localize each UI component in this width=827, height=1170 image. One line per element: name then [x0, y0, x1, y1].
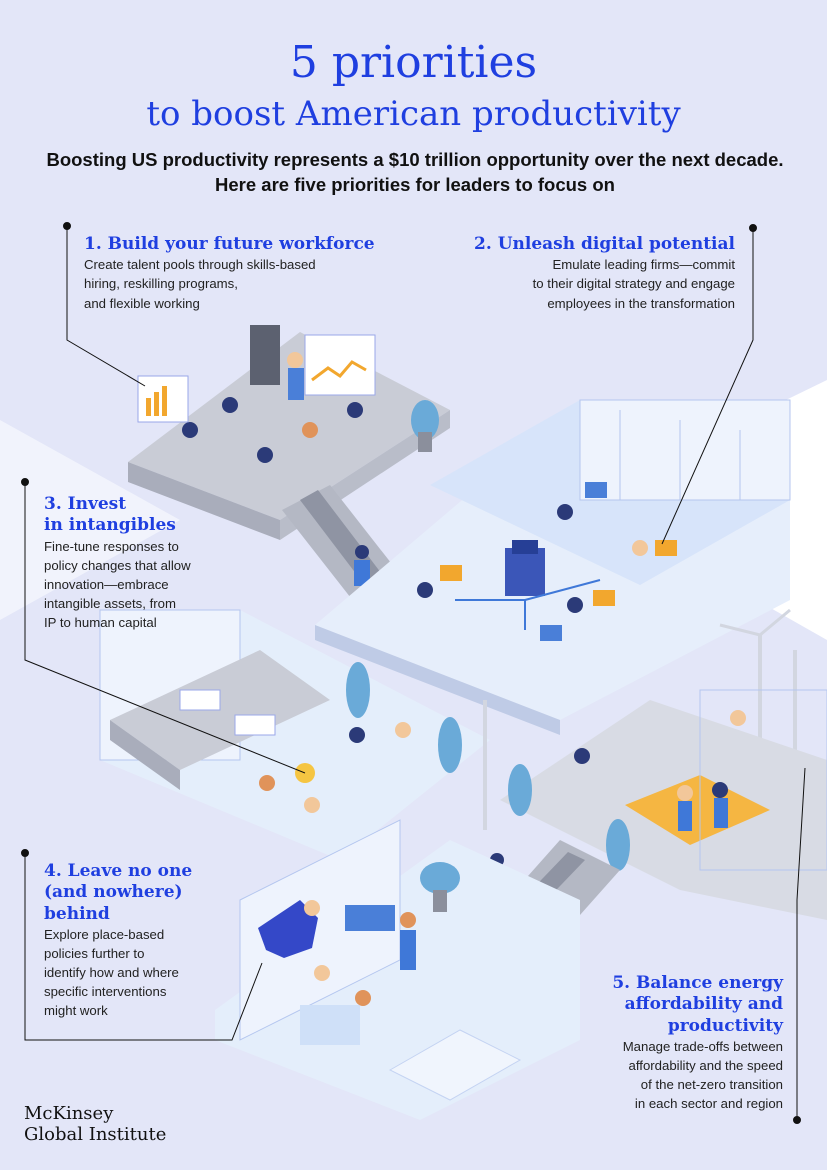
priority-4-desc-line: specific interventions	[44, 984, 167, 1000]
page-title-line2: to boost American productivity	[146, 94, 681, 134]
energy-floor	[500, 689, 827, 920]
priority-3-desc-line: IP to human capital	[44, 615, 157, 631]
priority-3-desc-line: Fine-tune responses to	[44, 538, 179, 554]
priority-2-desc-line: Emulate leading firms—commit	[552, 257, 735, 273]
priority-4-desc-line: Explore place-based	[44, 926, 165, 942]
place-floor	[215, 819, 580, 1120]
priority-1-desc-line: hiring, reskilling programs,	[84, 276, 238, 292]
page-subtitle: Boosting US productivity represents a $1…	[46, 149, 784, 195]
priority-3-desc-line: innovation—embrace	[44, 576, 169, 592]
priority-1-desc-line: Create talent pools through skills-based	[84, 257, 316, 273]
priority-4-title-line: behind	[44, 903, 110, 924]
logo-line2: Global Institute	[24, 1123, 167, 1145]
priority-3-title-line: 3. Invest	[44, 494, 127, 514]
priority-5-desc-line: in each sector and region	[634, 1096, 783, 1112]
page-title-line1: 5 priorities	[289, 37, 538, 88]
priority-2-desc-line: employees in the transformation	[547, 295, 735, 311]
priority-3: 3. Invest in intangibles Fine-tune respo…	[44, 494, 191, 632]
priority-4: 4. Leave no one (and nowhere) behind Exp…	[44, 861, 192, 1020]
priority-2-title: 2. Unleash digital potential	[474, 234, 735, 254]
priority-1-title: 1. Build your future workforce	[84, 234, 375, 254]
priority-5-title-line: productivity	[667, 1015, 783, 1036]
mckinsey-logo: McKinsey Global Institute	[24, 1103, 167, 1145]
priority-5-title-line: affordability and	[624, 994, 783, 1015]
priority-2: 2. Unleash digital potential Emulate lea…	[474, 234, 735, 313]
priority-1-desc-line: and flexible working	[84, 295, 200, 311]
priority-3-desc-line: intangible assets, from	[44, 595, 176, 611]
priority-3-desc-line: policy changes that allow	[44, 557, 191, 573]
priority-4-desc-line: policies further to	[44, 945, 145, 961]
background-white-left	[0, 420, 180, 620]
priority-5-title-line: 5. Balance energy	[612, 973, 783, 993]
priority-2-desc-line: to their digital strategy and engage	[532, 276, 735, 292]
priority-4-desc-line: identify how and where	[44, 965, 179, 981]
priority-1: 1. Build your future workforce Create ta…	[84, 234, 375, 313]
priority-3-title-line: in intangibles	[44, 515, 176, 536]
leader-lines	[21, 222, 806, 1124]
priority-5-desc-line: Manage trade-offs between	[622, 1038, 783, 1054]
priority-4-title-line: 4. Leave no one	[44, 861, 193, 881]
priority-4-desc-line: might work	[44, 1003, 108, 1019]
logo-line1: McKinsey	[24, 1103, 114, 1124]
workforce-floor	[128, 325, 450, 540]
digital-floor	[315, 399, 791, 735]
priority-5: 5. Balance energy affordability and prod…	[612, 973, 783, 1113]
priority-5-desc-line: affordability and the speed	[628, 1057, 783, 1073]
intangibles-floor	[99, 609, 490, 860]
priority-4-title-line: (and nowhere)	[44, 882, 183, 903]
priority-5-desc-line: of the net-zero transition	[640, 1077, 783, 1093]
